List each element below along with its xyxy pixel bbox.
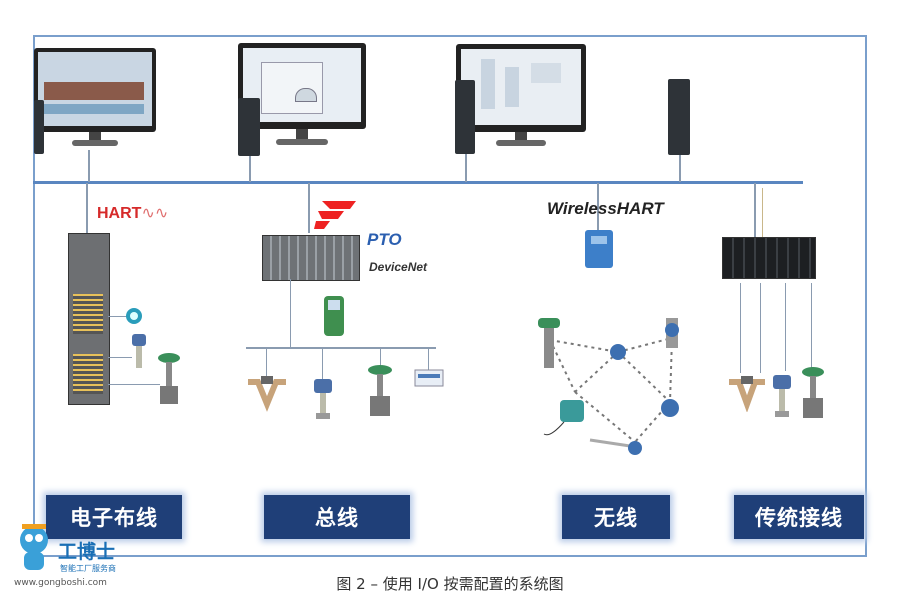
label-electronic-marshalling: 电子布线 — [46, 495, 182, 539]
drop-wire — [754, 183, 756, 239]
pressure-transmitter-icon — [773, 375, 791, 417]
drop-wire — [266, 349, 267, 377]
io-module-icon — [414, 369, 444, 387]
control-valve-icon — [368, 365, 392, 416]
drop-wire — [88, 150, 90, 182]
field-wire — [760, 283, 761, 373]
charm-io-rack — [68, 233, 110, 405]
handheld-communicator-icon — [324, 296, 344, 336]
field-wire — [108, 357, 132, 358]
mascot-icon — [20, 524, 48, 570]
pressure-transmitter-icon — [314, 379, 332, 419]
figure-caption: 图 2 – 使用 I/O 按需配置的系统图 — [336, 575, 564, 593]
fieldbus-controller-rack — [262, 235, 360, 281]
field-wire — [290, 279, 291, 347]
hart-wave-icon: ∿∿ — [141, 205, 169, 222]
wireless-gateway-icon — [585, 230, 613, 268]
control-valve-icon — [802, 367, 824, 418]
workstation-3-tower — [455, 80, 475, 154]
diagram-frame — [33, 35, 867, 557]
traditional-io-rack — [722, 237, 816, 279]
workstation-2-tower — [238, 98, 260, 156]
field-wire — [740, 283, 741, 373]
watermark-brand: 工博士 — [58, 541, 116, 563]
drop-wire — [679, 155, 681, 182]
pressure-transmitter-icon — [132, 334, 146, 368]
watermark-subtitle: 智能工厂服务商 — [60, 564, 116, 573]
wirelesshart-logo: WirelessHART — [547, 199, 664, 219]
hart-logo: HART∿∿ — [97, 203, 168, 223]
wireless-mesh-network — [538, 318, 679, 455]
workstation-1-tower — [34, 100, 44, 154]
pto-logo: PTO — [367, 230, 402, 249]
field-wire — [811, 283, 812, 371]
control-valve-icon — [158, 353, 180, 404]
field-wire — [108, 384, 160, 385]
label-fieldbus: 总线 — [264, 495, 410, 539]
label-traditional-wiring: 传统接线 — [734, 495, 864, 539]
transmitter-icon — [126, 308, 142, 324]
control-network-bus — [33, 181, 803, 184]
label-wireless: 无线 — [562, 495, 670, 539]
drop-wire — [380, 349, 381, 369]
drop-wire — [322, 349, 323, 379]
field-wire — [785, 283, 786, 371]
drop-wire — [86, 183, 88, 235]
drop-wire — [465, 154, 467, 182]
drop-wire — [597, 183, 599, 231]
flowmeter-icon — [248, 376, 286, 412]
flowmeter-icon — [729, 376, 765, 412]
drop-wire — [249, 156, 251, 182]
hart-logo-text: HART — [97, 205, 142, 222]
field-wire — [108, 316, 128, 317]
field-wire — [246, 347, 436, 349]
server-tower — [668, 79, 690, 155]
foundation-fieldbus-logo — [314, 201, 356, 229]
drop-wire — [762, 188, 763, 238]
drop-wire — [308, 183, 310, 233]
drop-wire — [428, 349, 429, 371]
wirelesshart-logo-text: WirelessHART — [547, 199, 664, 218]
devicenet-logo: DeviceNet — [369, 260, 428, 274]
watermark-url: www.gongboshi.com — [14, 578, 107, 588]
